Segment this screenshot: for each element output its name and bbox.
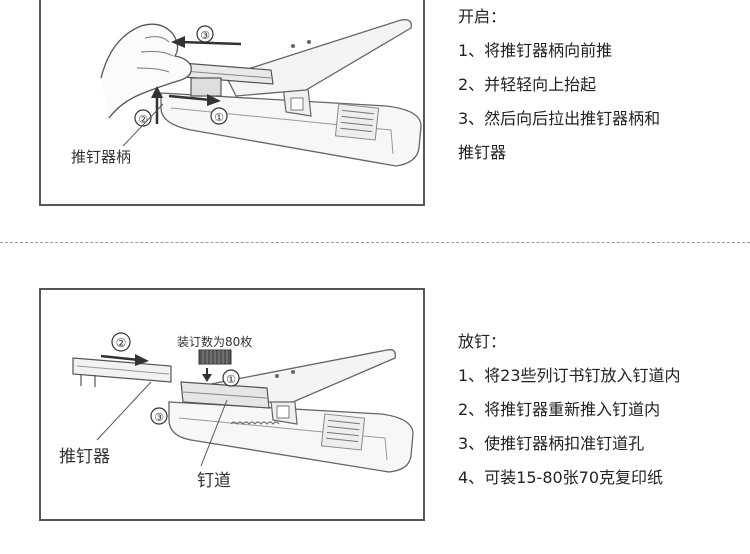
spring xyxy=(230,421,280,425)
step-marker-3: ③ xyxy=(196,25,214,43)
open-step-3: 3、然后向后拉出推钉器柄和 xyxy=(458,109,661,128)
svg-text:①: ① xyxy=(226,373,236,386)
pusher-handle xyxy=(190,77,222,97)
open-instructions: 开启： 1、将推钉器柄向前推 2、并轻轻向上抬起 3、然后向后拉出推钉器柄和 推… xyxy=(458,9,660,179)
pusher-label: 推钉器 xyxy=(59,447,110,467)
open-step-3-continued: 推钉器 xyxy=(458,143,507,162)
step-marker-1: ① xyxy=(210,107,228,125)
section-divider xyxy=(0,242,750,243)
load-instructions: 放钉： 1、将23些列订书钉放入钉道内 2、将推钉器重新推入钉道内 3、使推钉器… xyxy=(458,334,681,504)
pusher-leader xyxy=(96,381,152,441)
svg-text:②: ② xyxy=(138,113,148,126)
load-heading: 放钉： xyxy=(458,332,507,351)
load-step-1: 1、将23些列订书钉放入钉道内 xyxy=(458,366,681,385)
open-step-1: 1、将推钉器柄向前推 xyxy=(458,41,613,60)
stapler-open-illustration: ③ ① ② 推钉器柄 xyxy=(71,19,422,167)
svg-text:③: ③ xyxy=(154,411,164,424)
step-marker-3: ③ xyxy=(150,407,168,425)
open-heading: 开启： xyxy=(458,7,507,26)
load-step-3: 3、使推钉器柄扣准钉道孔 xyxy=(458,434,645,453)
arrow-push-forward xyxy=(168,94,212,102)
open-step-2: 2、并轻轻向上抬起 xyxy=(458,75,597,94)
stapler-load-illustration: ② ① ③ 装订数为80枚 推钉器 钉道 xyxy=(59,332,414,491)
channel-label: 钉道 xyxy=(197,471,231,491)
load-step-4: 4、可装15-80张70克复印纸 xyxy=(458,468,664,487)
step-marker-2: ② xyxy=(111,332,131,352)
pusher-handle-leader xyxy=(122,103,164,147)
load-step-2: 2、将推钉器重新推入钉道内 xyxy=(458,400,661,419)
svg-text:②: ② xyxy=(116,336,127,350)
capacity-note: 装订数为80枚 xyxy=(177,334,252,349)
hand-illustration xyxy=(100,23,192,119)
step-marker-1: ① xyxy=(222,369,240,387)
svg-text:①: ① xyxy=(214,111,224,124)
channel-leader xyxy=(200,399,228,467)
pusher-handle-label: 推钉器柄 xyxy=(71,148,131,166)
arrow-pull-back xyxy=(180,40,242,46)
svg-text:③: ③ xyxy=(200,29,210,42)
arrow-push-in xyxy=(100,354,140,362)
stapler-arm xyxy=(225,19,412,97)
load-diagram: ② ① ③ 装订数为80枚 推钉器 钉道 xyxy=(39,288,425,521)
step-marker-2: ② xyxy=(134,109,152,127)
open-diagram: ③ ① ② 推钉器柄 xyxy=(39,0,425,206)
